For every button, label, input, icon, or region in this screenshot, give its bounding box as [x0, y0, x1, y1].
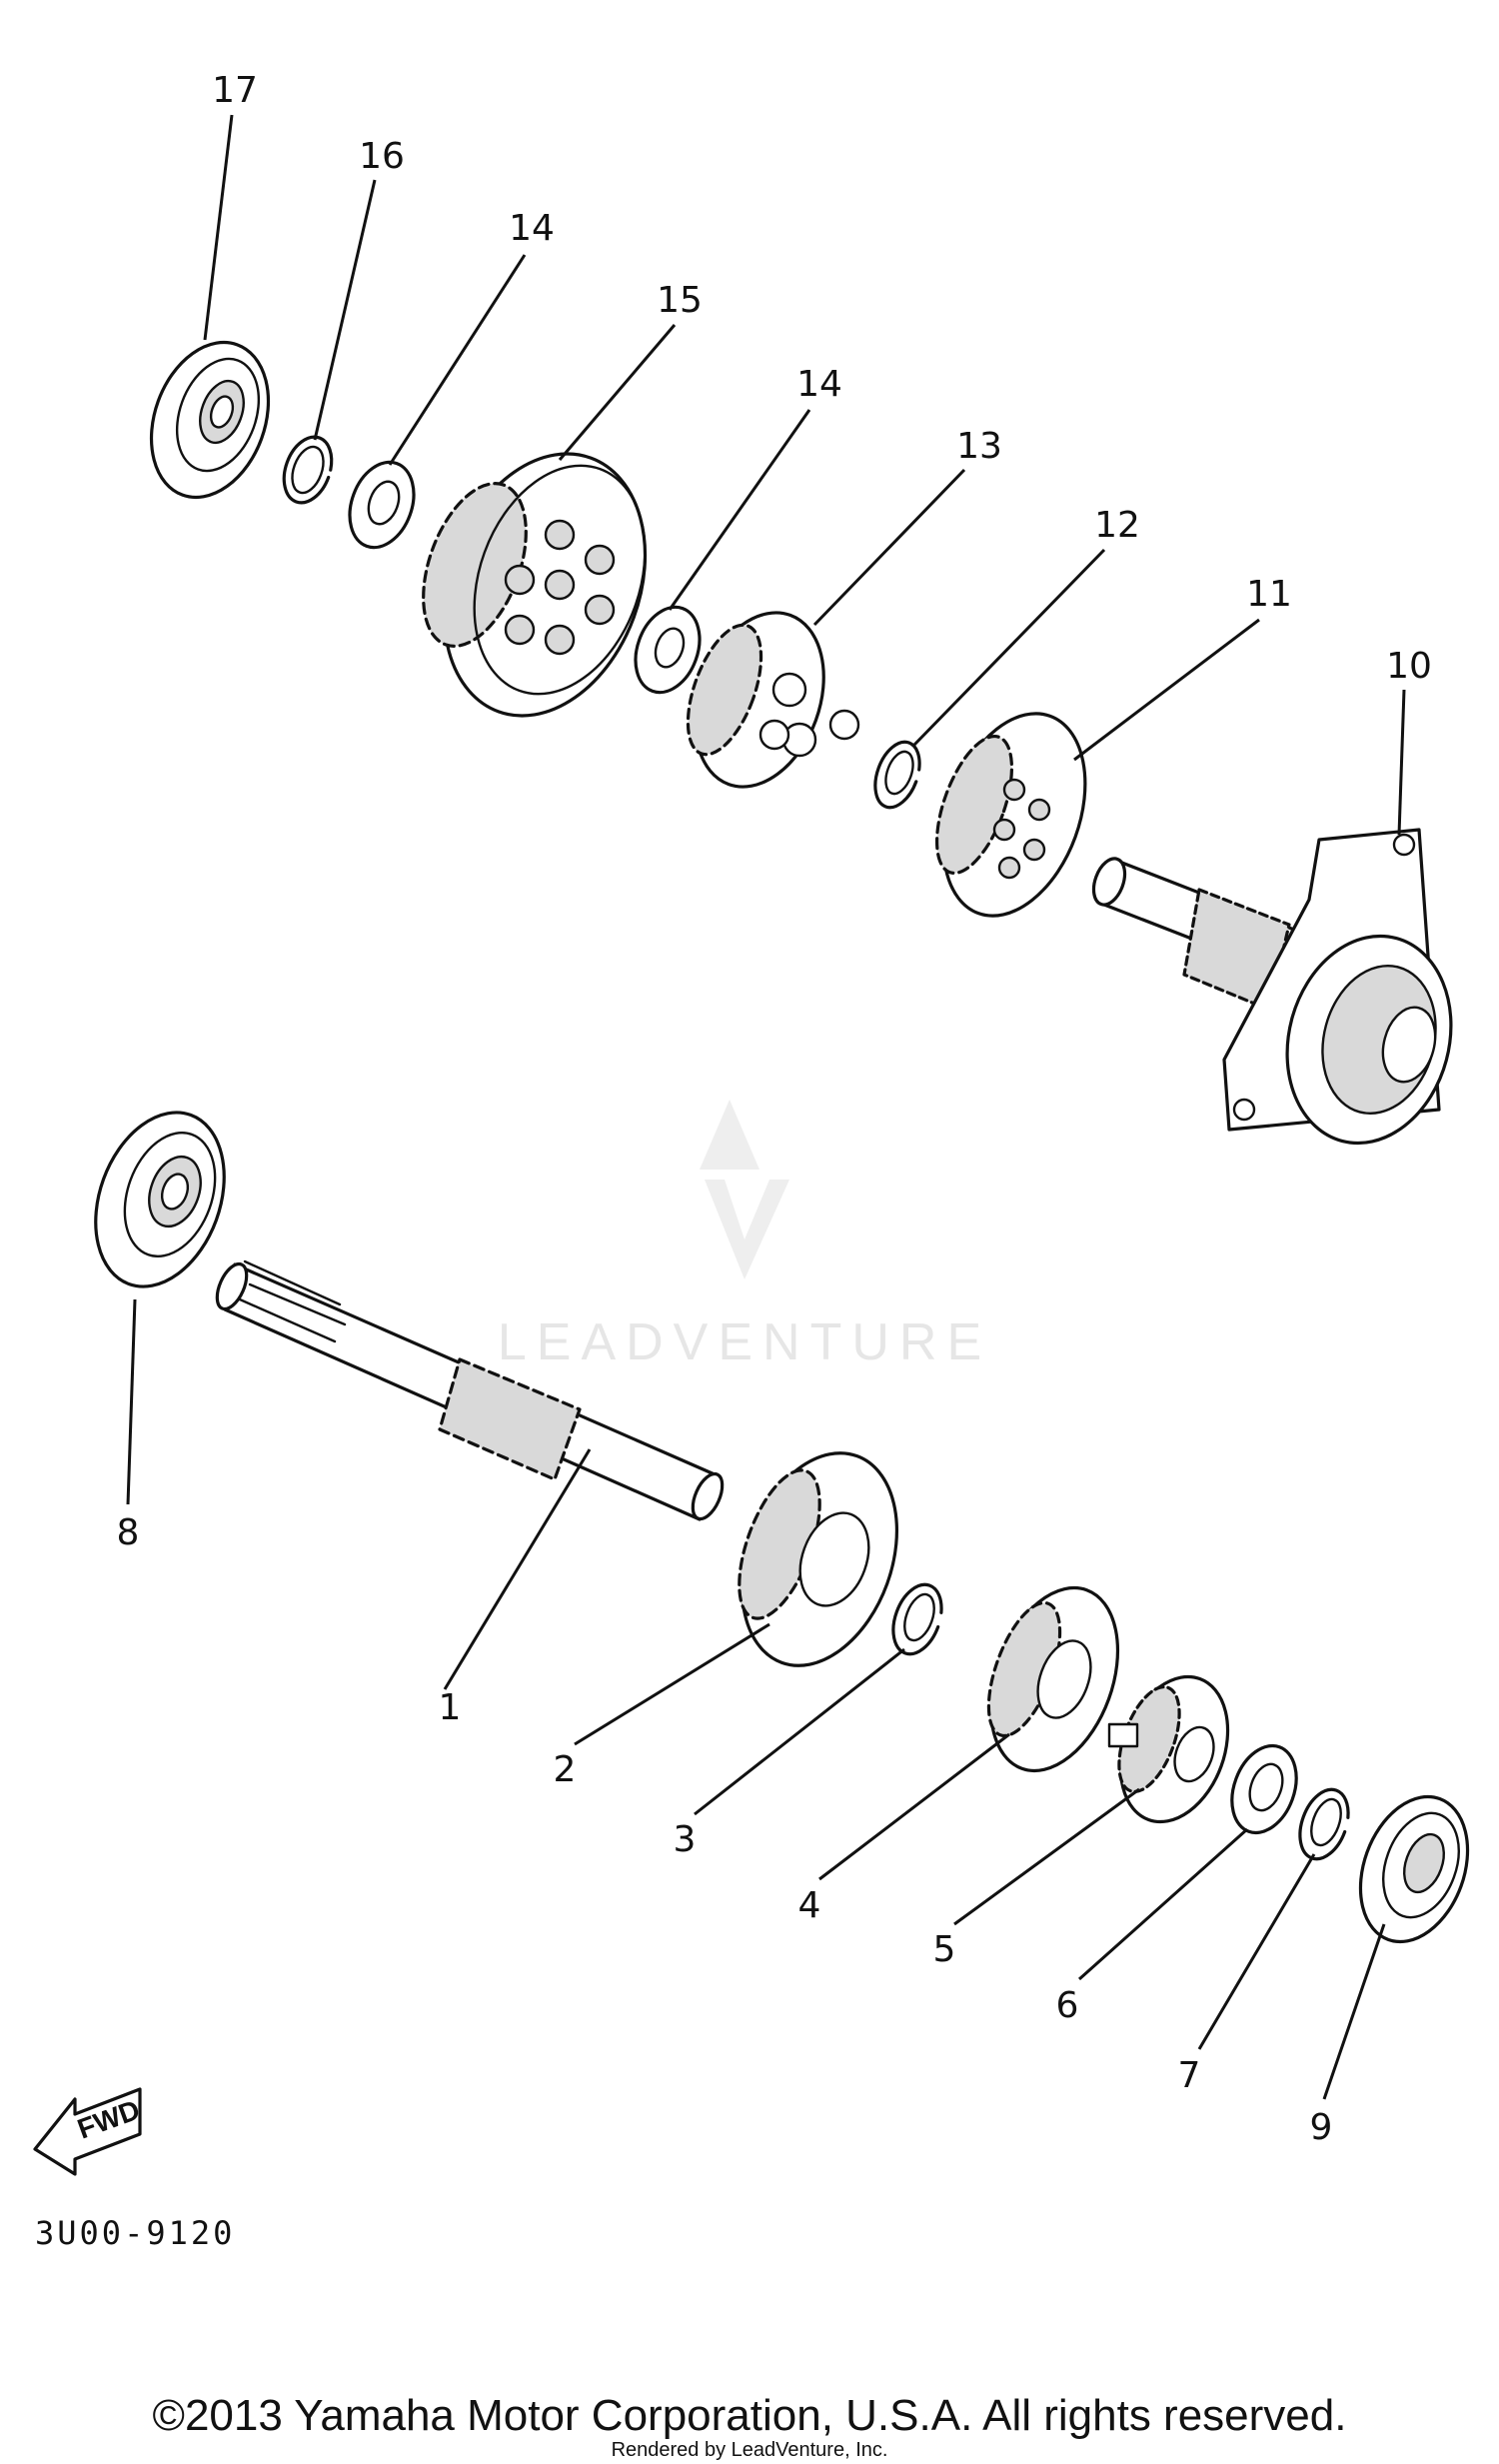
- callout-10: 10: [1386, 646, 1432, 687]
- part-3-circlip[interactable]: [884, 1578, 950, 1661]
- part-6-washer[interactable]: [1220, 1736, 1307, 1841]
- callout-13: 13: [956, 426, 1002, 467]
- callout-1: 1: [439, 1687, 462, 1728]
- part-2-gear[interactable]: [715, 1431, 925, 1687]
- callout-5: 5: [933, 1929, 956, 1970]
- render-credit: Rendered by LeadVenture, Inc.: [611, 2439, 888, 2461]
- part-1-main-shaft[interactable]: [211, 1259, 728, 1523]
- part-4-gear[interactable]: [967, 1570, 1141, 1788]
- part-14-washer-upper[interactable]: [339, 453, 425, 556]
- callout-6: 6: [1056, 1985, 1079, 2026]
- part-9-bearing[interactable]: [1341, 1781, 1486, 1956]
- part-16-circlip[interactable]: [276, 431, 341, 510]
- watermark: LEADVENTURE: [498, 1100, 991, 1371]
- part-14-washer-middle[interactable]: [625, 598, 711, 701]
- callout-15: 15: [657, 280, 703, 321]
- callout-16: 16: [359, 136, 405, 177]
- callout-7: 7: [1178, 2055, 1201, 2096]
- callout-11: 11: [1246, 574, 1292, 615]
- part-5-gear[interactable]: [1101, 1661, 1246, 1836]
- part-7-circlip[interactable]: [1291, 1783, 1357, 1866]
- callout-4: 4: [798, 1885, 821, 1926]
- callouts: 17 16 14 15 14 13 12 11 10 8 1 2 3 4 5 6…: [117, 70, 1432, 2148]
- part-10-shaft-assembly[interactable]: [1088, 828, 1474, 1162]
- callout-9: 9: [1310, 2107, 1333, 2148]
- diagram-code: 3U00-9120: [35, 2214, 235, 2252]
- part-12-circlip[interactable]: [867, 736, 928, 814]
- part-17-bearing[interactable]: [131, 326, 289, 514]
- watermark-text: LEADVENTURE: [498, 1313, 991, 1371]
- copyright-footer: ©2013 Yamaha Motor Corporation, U.S.A. A…: [152, 2391, 1347, 2440]
- part-11-gear[interactable]: [917, 694, 1111, 936]
- callout-14-upper: 14: [509, 208, 555, 249]
- part-8-bearing[interactable]: [73, 1095, 247, 1304]
- callout-8: 8: [117, 1512, 140, 1553]
- callout-3: 3: [674, 1819, 697, 1860]
- leader-lines: [126, 114, 1406, 2100]
- callout-2: 2: [554, 1749, 577, 1790]
- part-15-gear[interactable]: [404, 426, 681, 745]
- callout-14-middle: 14: [796, 364, 842, 405]
- fwd-arrow-icon: FWD: [33, 2087, 144, 2176]
- part-13-gear[interactable]: [673, 595, 860, 805]
- callout-12: 12: [1094, 505, 1140, 546]
- callout-17: 17: [212, 70, 258, 111]
